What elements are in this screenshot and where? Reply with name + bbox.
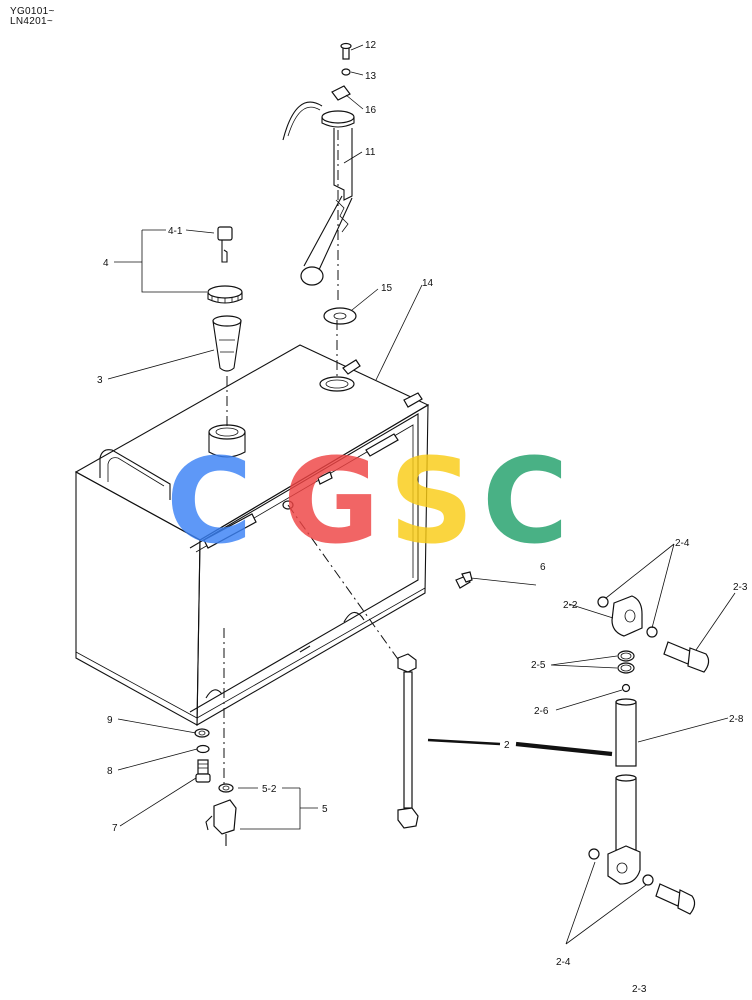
callout-2: 2 xyxy=(504,740,510,751)
serial-range-2: LN4201~ xyxy=(10,16,53,27)
callout-3: 3 xyxy=(97,375,103,386)
serial-range-1: YG0101~ xyxy=(10,6,55,17)
cgsc-watermark: C G S C xyxy=(166,432,569,570)
leader-lines xyxy=(107,44,736,945)
callout-labels: 12 13 16 11 4-1 4 15 14 3 2-4 2-3 2-2 6 … xyxy=(97,40,748,968)
callout-9: 9 xyxy=(107,715,113,726)
sender-gasket xyxy=(323,307,357,325)
drain-plug xyxy=(455,571,473,589)
callout-13: 13 xyxy=(365,71,377,82)
callout-12: 12 xyxy=(365,40,377,51)
watermark-letter-3: S xyxy=(389,432,474,570)
callout-11: 11 xyxy=(365,147,376,158)
fuel-tank xyxy=(74,344,430,726)
callout-2-8: 2-8 xyxy=(729,714,744,725)
callout-5-2: 5-2 xyxy=(262,784,277,795)
callout-6: 6 xyxy=(540,562,546,573)
callout-2-4-upper: 2-4 xyxy=(675,538,690,549)
callout-2-2: 2-2 xyxy=(563,600,578,611)
watermark-letter-2: G xyxy=(283,432,380,570)
fuel-cap-assembly xyxy=(207,226,243,372)
centerlines xyxy=(223,130,401,786)
watermark-letter-4: C xyxy=(482,432,569,570)
callout-5: 5 xyxy=(322,804,328,815)
callout-14: 14 xyxy=(422,278,434,289)
callout-2-6: 2-6 xyxy=(534,706,549,717)
callout-7: 7 xyxy=(112,823,118,834)
drain-cock-assembly xyxy=(194,728,237,846)
callout-2-3-upper: 2-3 xyxy=(733,582,748,593)
watermark-letter-1: C xyxy=(166,432,253,570)
sight-tube xyxy=(397,653,419,829)
callout-2-4-lower: 2-4 xyxy=(556,957,571,968)
fuel-level-sender xyxy=(282,42,355,286)
callout-8: 8 xyxy=(107,766,113,777)
callout-16: 16 xyxy=(365,105,377,116)
callout-15: 15 xyxy=(381,283,393,294)
callout-4: 4 xyxy=(103,258,109,269)
callout-2-5: 2-5 xyxy=(531,660,546,671)
fuel-line-fittings xyxy=(588,595,710,915)
page-number: 2-3 xyxy=(632,984,647,995)
callout-4-1: 4-1 xyxy=(168,226,183,237)
